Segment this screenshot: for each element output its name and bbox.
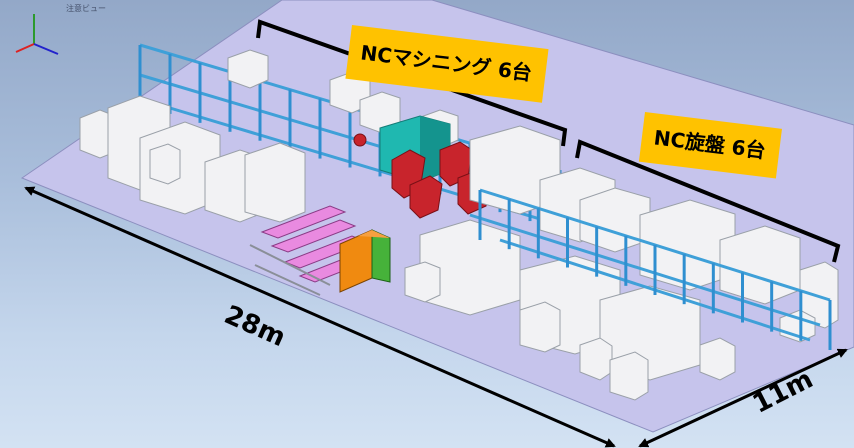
- view-title: 注意ビュー: [66, 4, 106, 13]
- width-dimension-line: [638, 348, 848, 448]
- length-dimension-line: [24, 186, 616, 448]
- axis-triad-icon: [15, 14, 59, 55]
- lathe-bracket: [575, 139, 841, 263]
